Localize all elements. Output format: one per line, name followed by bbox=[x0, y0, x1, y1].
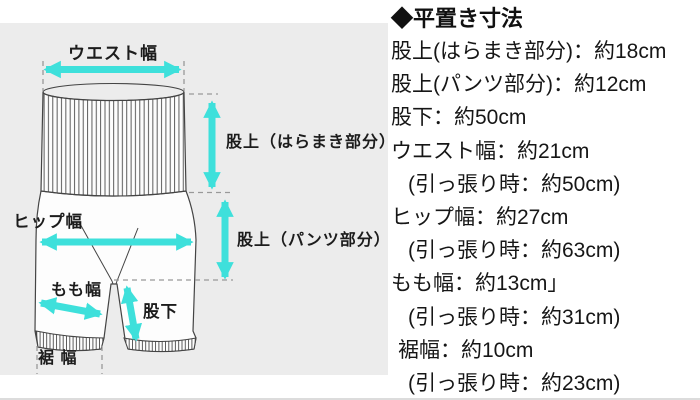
measurement-line-hem: 裾幅：約10cm bbox=[398, 338, 534, 362]
waist-width-label: ウエスト幅 bbox=[68, 43, 158, 63]
measurement-title: ◆平置き寸法 bbox=[391, 6, 524, 31]
front-seam-lines bbox=[78, 221, 139, 285]
haramaki-ribbed-band bbox=[40, 91, 187, 197]
measurement-line-thigh-stretched: (引っ張り時：約31cm) bbox=[408, 305, 621, 329]
measurement-line-waist: ウエスト幅：約21cm bbox=[391, 139, 590, 163]
measurement-list: ◆平置き寸法 股上(はらまき部分)：約18cm 股上(パンツ部分)：約12cm … bbox=[391, 2, 699, 400]
hem-width-label: 裾 幅 bbox=[38, 348, 77, 367]
hip-width-label: ヒップ幅 bbox=[13, 211, 83, 231]
waist-opening-ellipse bbox=[42, 82, 185, 102]
measurement-line-hip-stretched: (引っ張り時：約63cm) bbox=[408, 239, 621, 263]
measurement-line-rise-pants: 股上(パンツ部分)：約12cm bbox=[391, 73, 647, 97]
measurement-line-rise-haramaki: 股上(はらまき部分)：約18cm bbox=[391, 40, 667, 63]
thigh-width-arrow bbox=[38, 297, 103, 320]
thigh-width-label: もも幅 bbox=[51, 280, 102, 299]
measurement-line-hip: ヒップ幅：約27cm bbox=[391, 206, 569, 230]
rise-pants-label: 股上（パンツ部分） bbox=[237, 230, 390, 249]
rise-haramaki-label: 股上（はらまき部分） bbox=[226, 132, 390, 151]
inseam-arrow bbox=[120, 285, 143, 342]
measurement-line-inseam: 股下：約50cm bbox=[391, 106, 527, 130]
size-diagram: ウエスト幅 股上（はらまき部分） 股上（パンツ部分） ヒップ幅 もも幅 股下 裾… bbox=[0, 23, 390, 375]
measurement-line-hem-stretched: (引っ張り時：約23cm) bbox=[408, 372, 621, 396]
measurement-line-waist-stretched: (引っ張り時：約50cm) bbox=[408, 172, 621, 196]
inseam-label: 股下 bbox=[143, 302, 178, 321]
left-hem-cuff bbox=[35, 330, 105, 352]
measurement-line-thigh: もも幅：約13cm」 bbox=[391, 272, 569, 296]
guide-dashed-lines bbox=[36, 61, 233, 374]
